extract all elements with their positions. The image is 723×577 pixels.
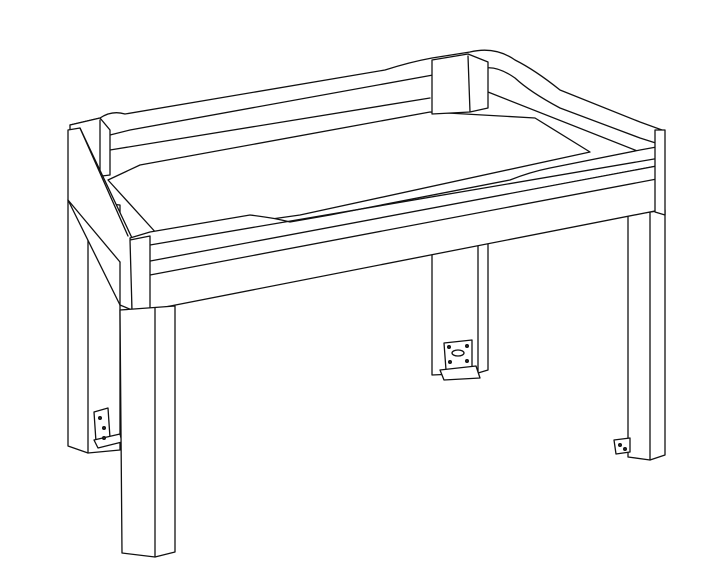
front-rim (129, 145, 663, 266)
corner-bracket (613, 437, 631, 455)
front-left-corner-post (129, 235, 151, 311)
tabletop (67, 49, 666, 311)
corner-bracket (439, 339, 481, 381)
back-middle-leg (431, 239, 489, 381)
front-right-leg (613, 209, 666, 461)
back-rim (69, 49, 663, 146)
front-left-leg (119, 305, 176, 558)
right-corner-post (654, 129, 666, 216)
back-center-post (431, 53, 489, 115)
